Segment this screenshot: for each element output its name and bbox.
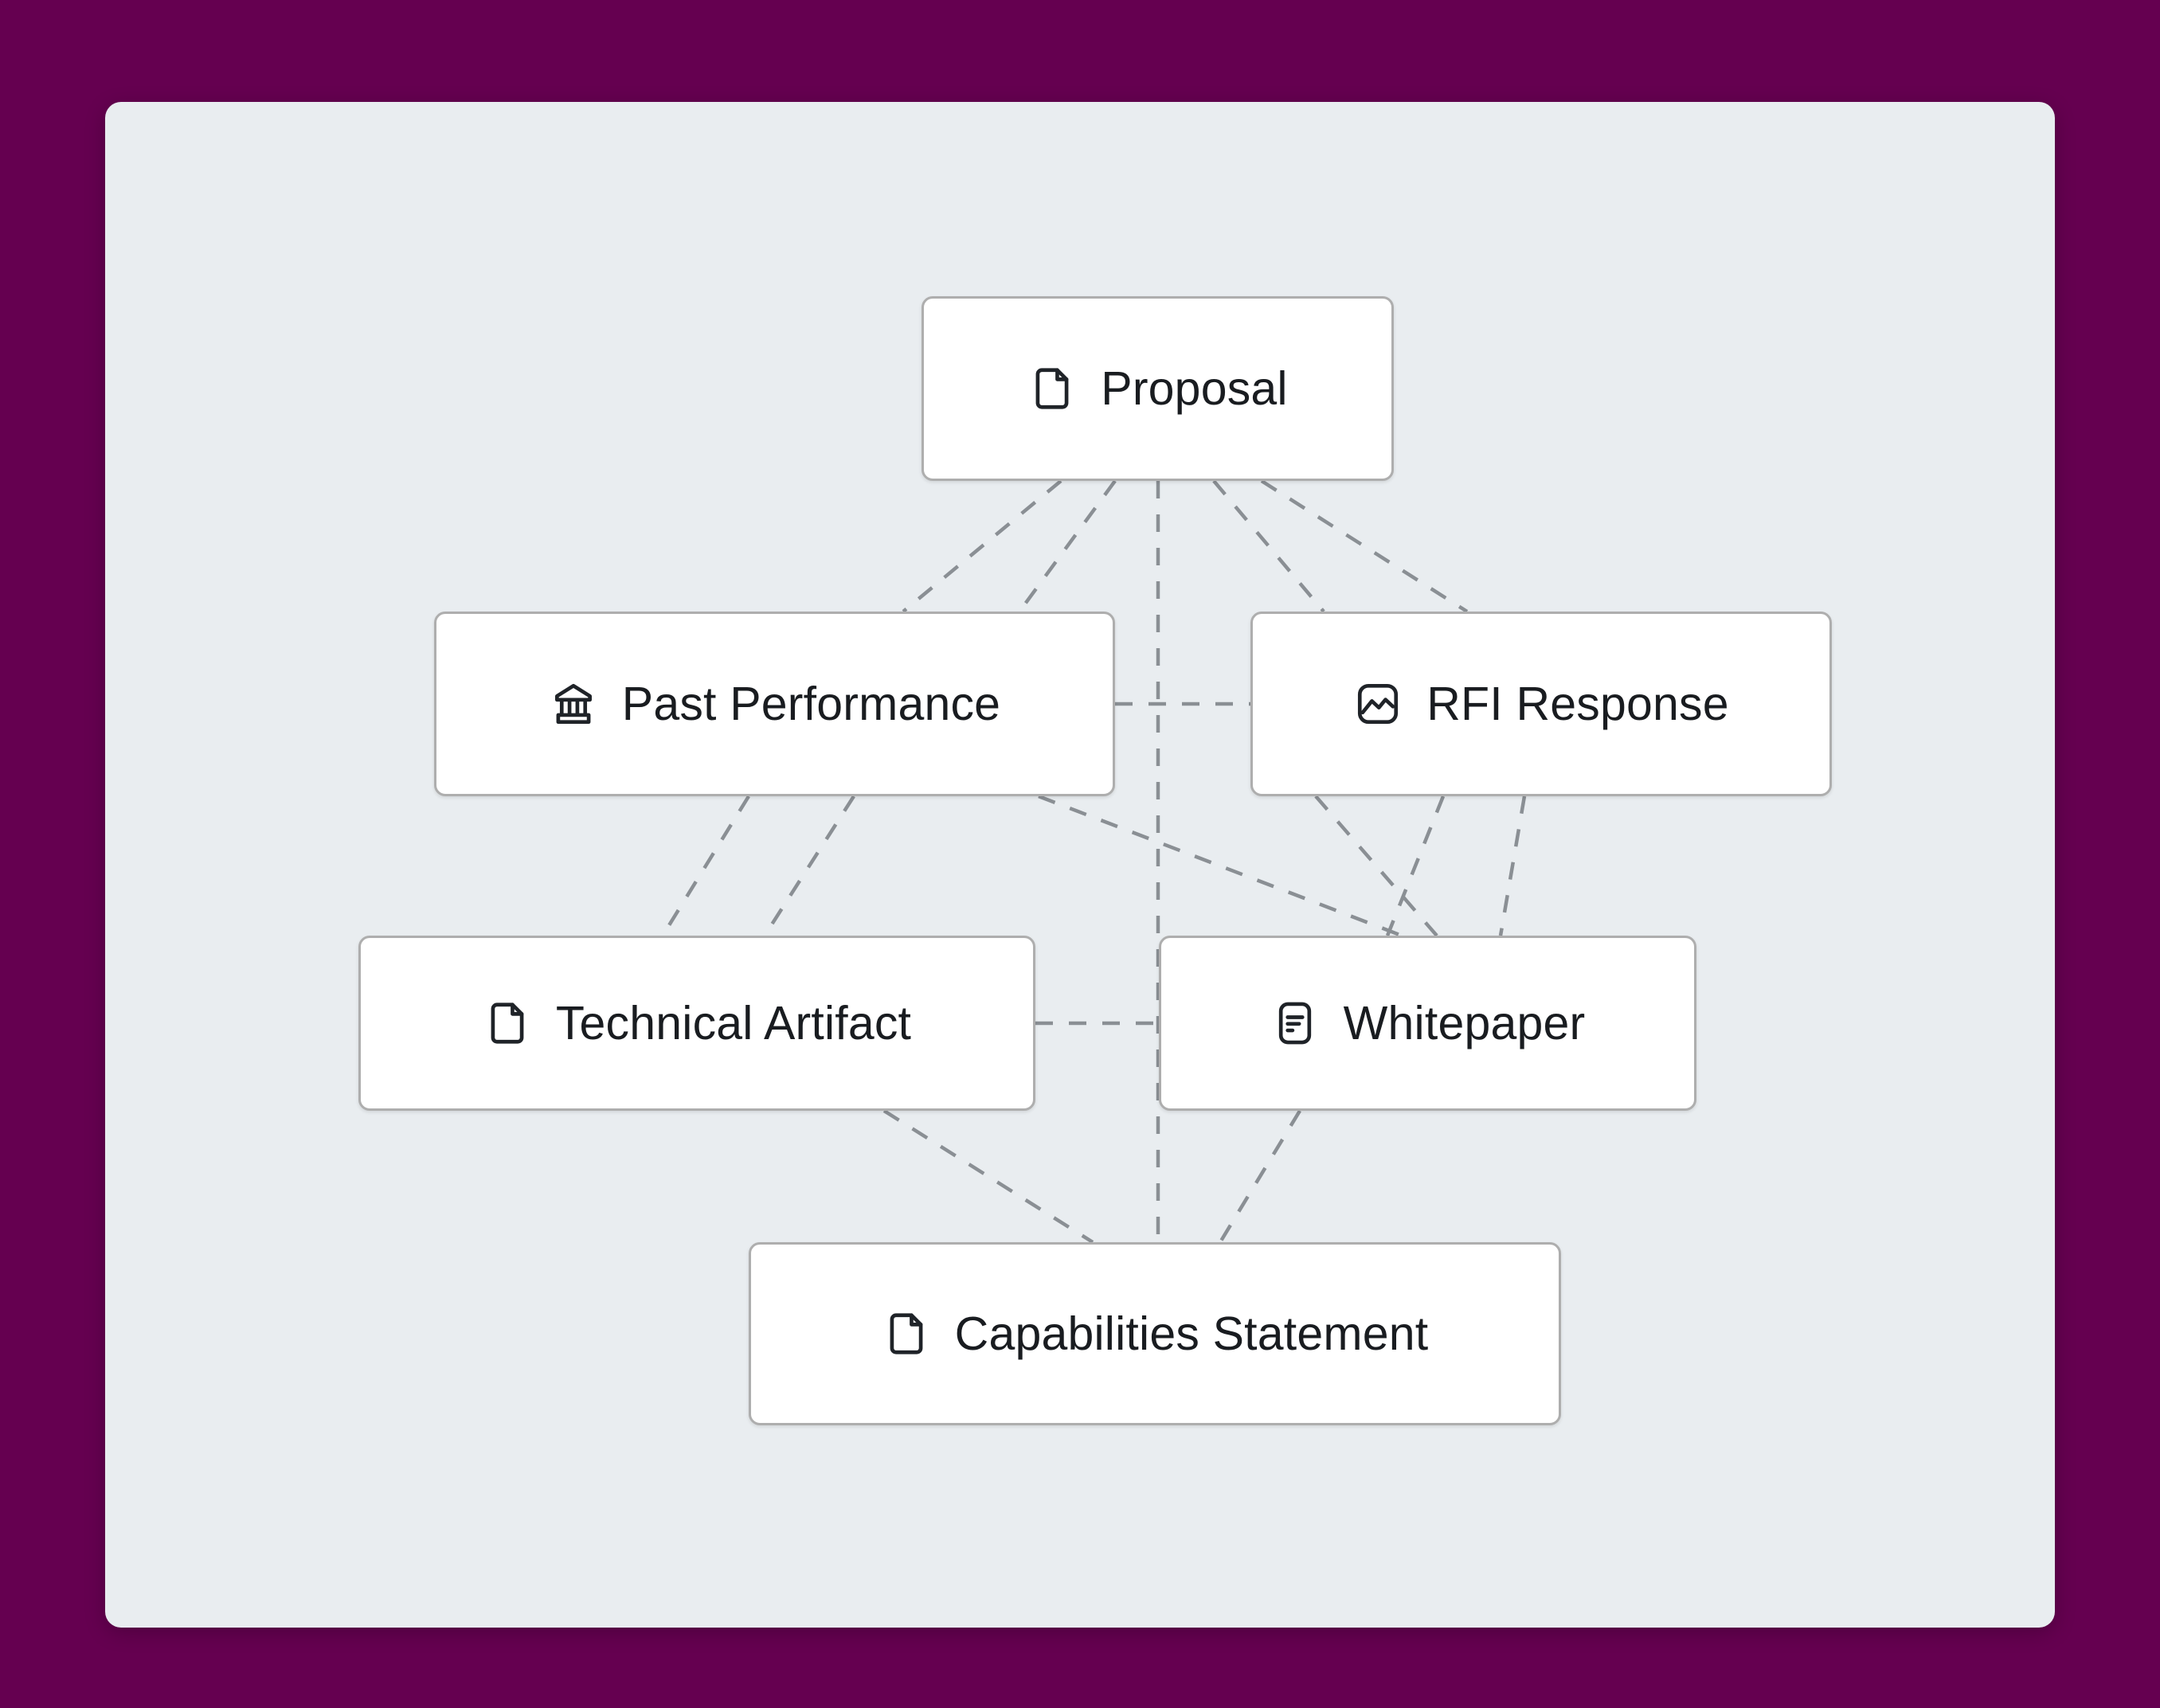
file-document-icon xyxy=(1027,364,1077,413)
edge-past-performance-technical-artifact-a xyxy=(661,795,750,937)
edge-technical-artifact-capabilities-statement xyxy=(882,1109,1094,1244)
graph-node-rfi-response[interactable]: RFI Response xyxy=(1250,612,1832,796)
graph-canvas-panel[interactable]: Proposal Past Performance RFI Response xyxy=(105,102,2055,1628)
edge-proposal-past-performance-a xyxy=(902,479,1062,613)
file-document-icon xyxy=(882,1309,931,1358)
bank-institution-icon xyxy=(549,679,598,729)
edge-proposal-rfi-response-a xyxy=(1212,479,1325,613)
graph-node-proposal[interactable]: Proposal xyxy=(922,296,1394,481)
file-document-icon xyxy=(483,999,532,1048)
edge-rfi-response-whitepaper-b xyxy=(1385,795,1446,936)
graph-node-label: Capabilities Statement xyxy=(954,1307,1429,1360)
graph-node-capabilities-statement[interactable]: Capabilities Statement xyxy=(749,1242,1561,1425)
line-chart-icon xyxy=(1353,679,1403,729)
edge-proposal-rfi-response-b xyxy=(1260,479,1469,613)
edge-rfi-response-whitepaper-c xyxy=(1498,795,1527,936)
graph-node-label: Past Performance xyxy=(621,677,1001,730)
graph-node-whitepaper[interactable]: Whitepaper xyxy=(1159,936,1696,1111)
text-document-icon xyxy=(1270,999,1320,1048)
graph-node-label: Proposal xyxy=(1101,362,1288,415)
graph-node-technical-artifact[interactable]: Technical Artifact xyxy=(358,936,1035,1111)
edge-past-performance-whitepaper xyxy=(1038,794,1403,938)
edge-proposal-past-performance-b xyxy=(1018,479,1117,613)
graph-node-past-performance[interactable]: Past Performance xyxy=(434,612,1115,796)
edge-rfi-response-whitepaper-a xyxy=(1314,795,1438,937)
edge-whitepaper-capabilities-statement xyxy=(1219,1109,1301,1244)
graph-node-label: Whitepaper xyxy=(1343,996,1586,1049)
graph-node-label: RFI Response xyxy=(1426,677,1729,730)
edge-past-performance-technical-artifact-b xyxy=(763,795,855,937)
graph-node-label: Technical Artifact xyxy=(555,996,912,1049)
